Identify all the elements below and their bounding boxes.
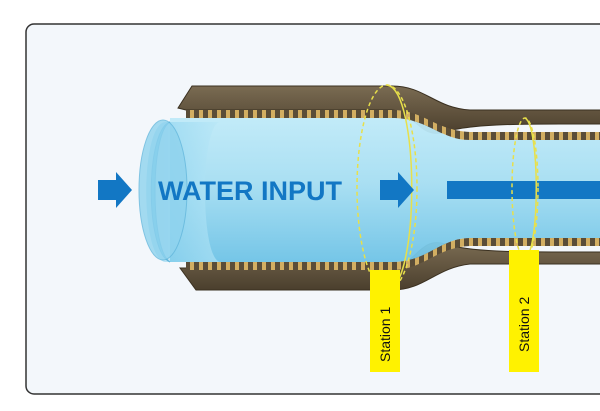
- pipe-lining-top: [186, 110, 600, 140]
- station-2-label: Station 2: [516, 297, 532, 352]
- flow-line: [447, 181, 600, 199]
- station-1-tag: [370, 270, 400, 372]
- pipe-lining-bottom: [186, 238, 600, 270]
- water-input-label: WATER INPUT: [158, 176, 342, 206]
- station-1-label: Station 1: [377, 307, 393, 362]
- input-arrow-icon: [98, 172, 132, 208]
- station-2-tag: [509, 250, 539, 372]
- flow-arrow-icon: [380, 172, 414, 208]
